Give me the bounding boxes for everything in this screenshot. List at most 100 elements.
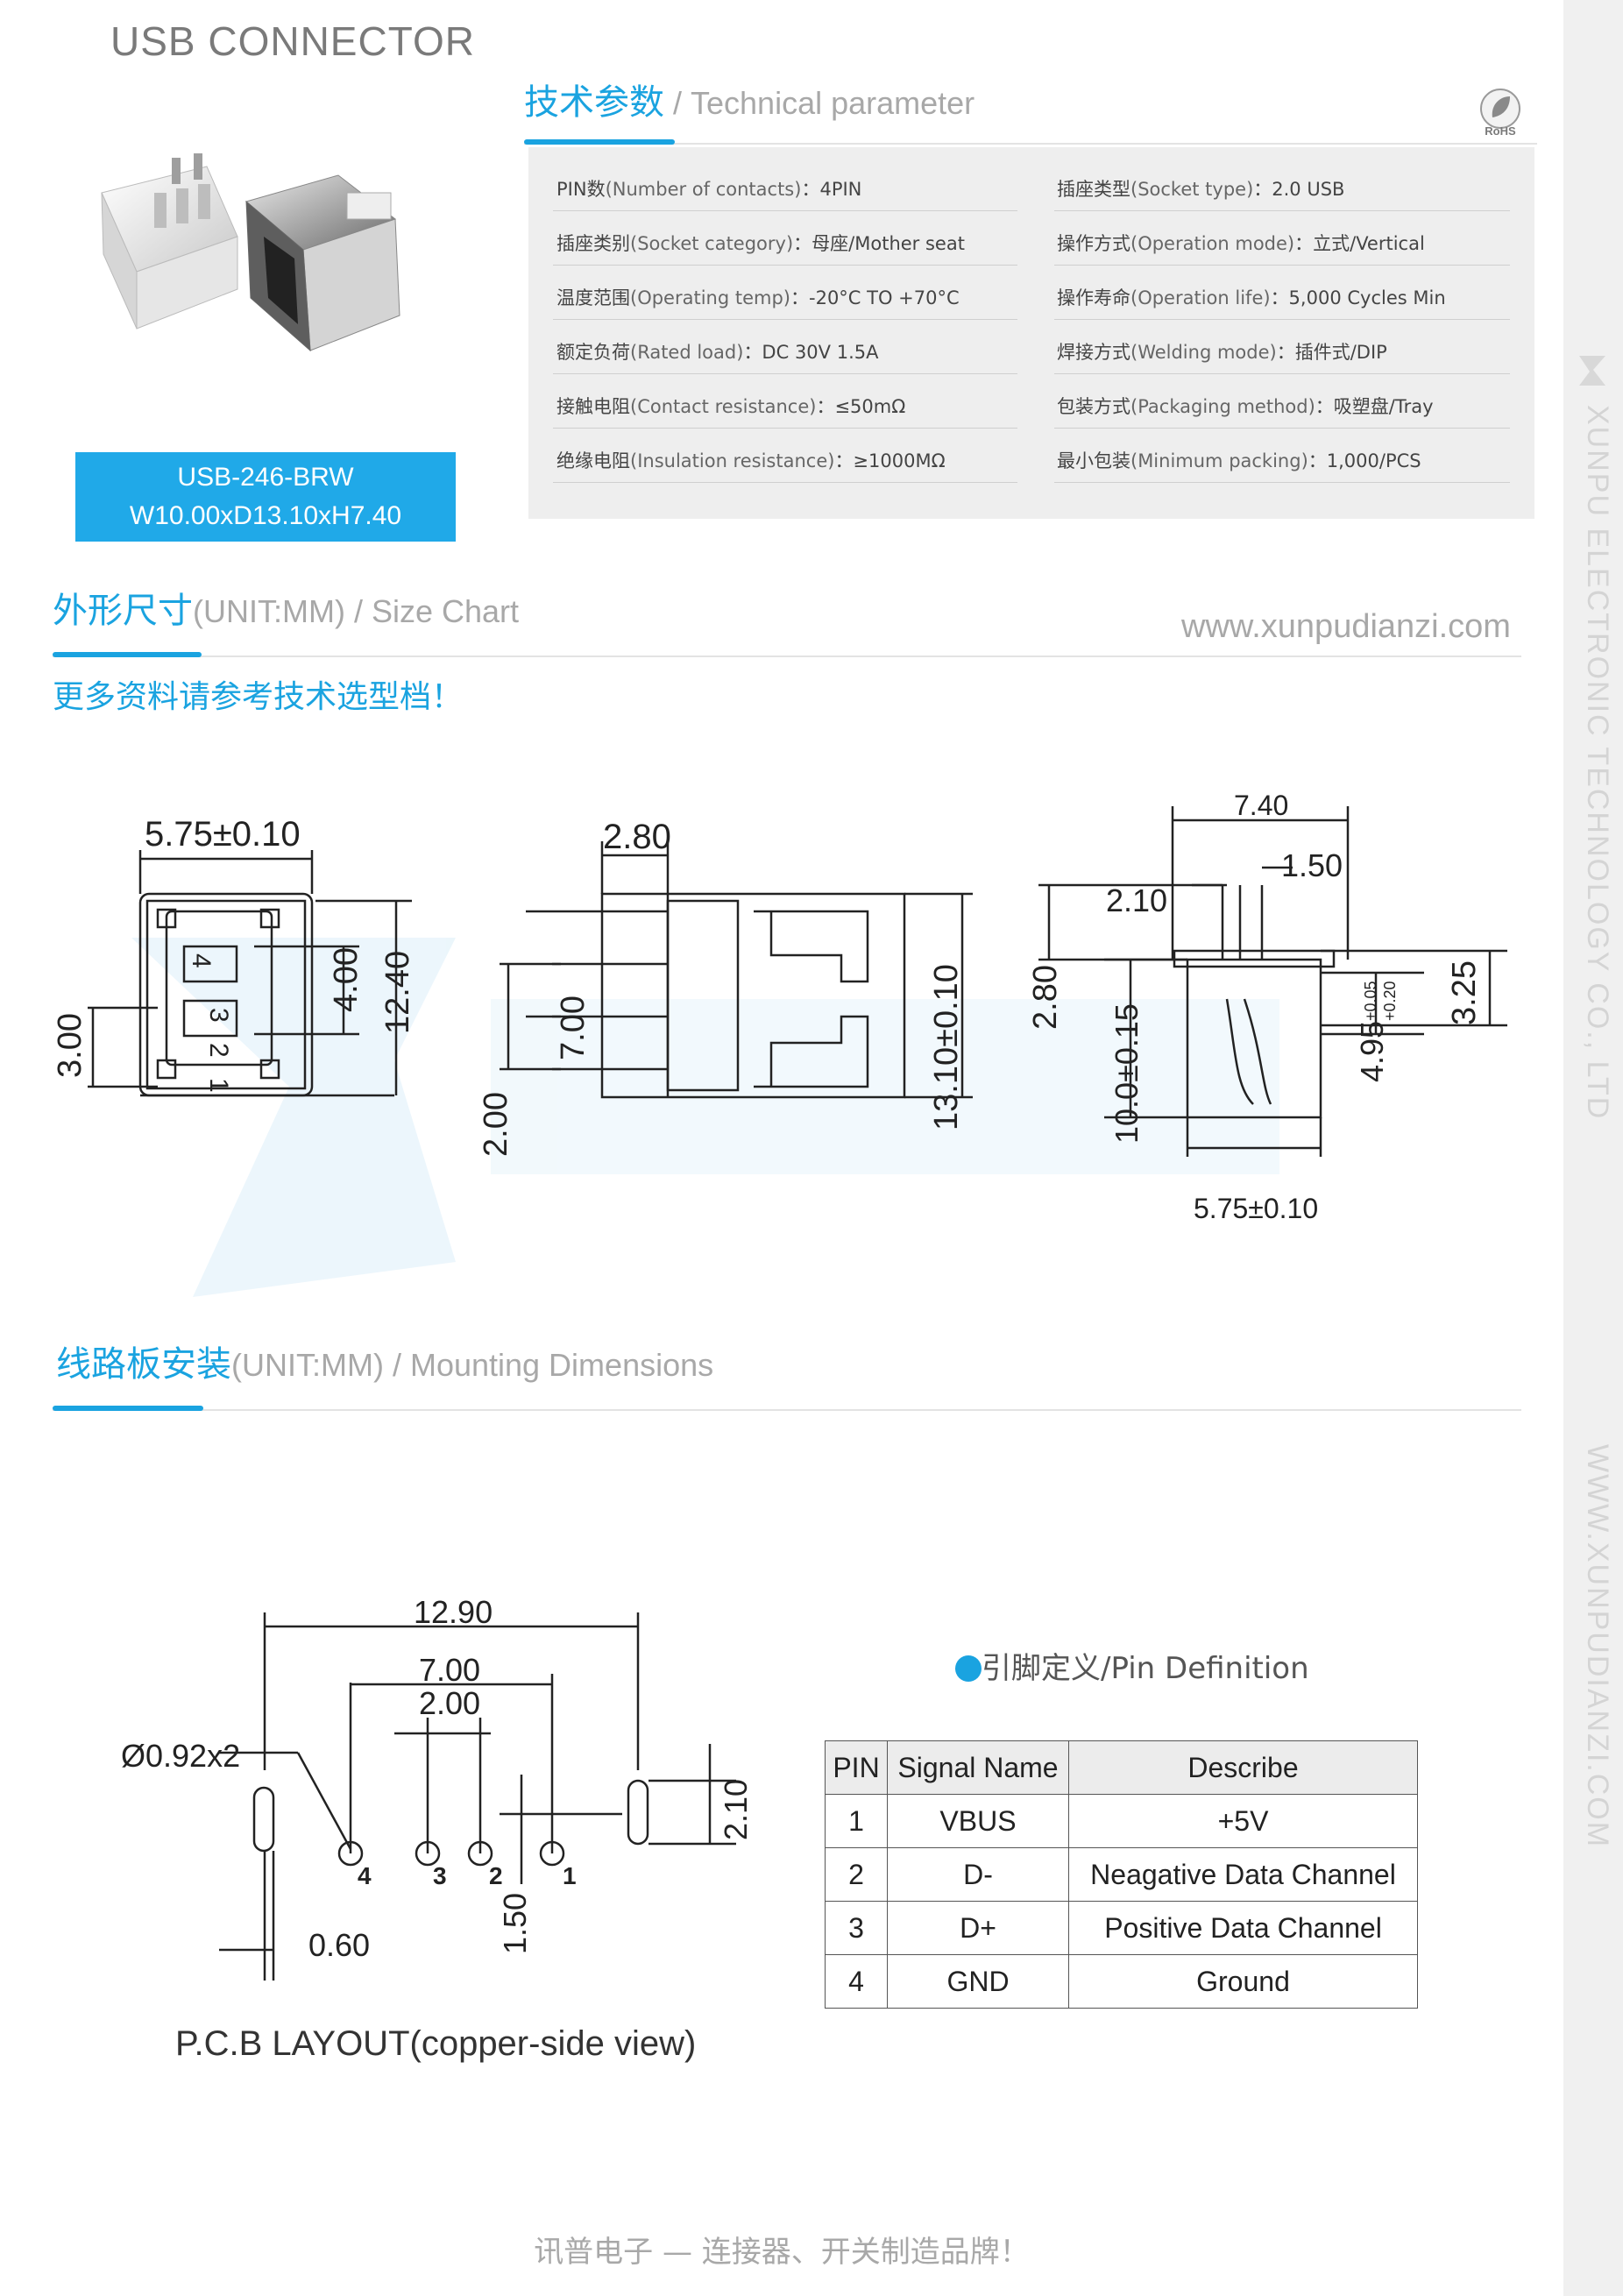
mount-pin3: 3 xyxy=(433,1862,447,1889)
mount-pin2: 2 xyxy=(489,1862,503,1889)
dim-1000: 10.0±0.15 xyxy=(1109,1003,1145,1144)
param-right-0: 插座类型(Socket type)：2.0 USB xyxy=(1057,179,1345,200)
dim-pin2: 2 xyxy=(204,1043,233,1058)
param-left-5: 绝缘电阻(Insulation resistance)：≥1000MΩ xyxy=(556,450,946,471)
tech-title-rule xyxy=(524,143,1537,145)
param-divider xyxy=(553,265,1017,266)
mount-dim-200: 2.00 xyxy=(419,1685,480,1721)
mount-dim-060: 0.60 xyxy=(308,1927,370,1963)
end-view xyxy=(1038,806,1507,1157)
param-left-2: 温度范围(Operating temp)：-20°C TO +70°C xyxy=(556,287,960,308)
dim-150: 1.50 xyxy=(1281,847,1343,883)
table-row: 1 VBUS +5V xyxy=(825,1794,1418,1848)
table-cell: D+ xyxy=(887,1901,1069,1955)
tech-param-box: PIN数(Number of contacts)：4PIN 插座类别(Socke… xyxy=(528,147,1534,519)
dim-280a: 2.80 xyxy=(603,818,671,856)
table-cell: Ground xyxy=(1068,1954,1418,2009)
mounting-title-cn: 线路板安装 xyxy=(56,1344,231,1385)
mount-dim-700: 7.00 xyxy=(419,1652,480,1688)
dim-400: 4.00 xyxy=(328,947,365,1012)
table-row: 2 D- Neagative Data Channel xyxy=(825,1847,1418,1902)
reference-note: 更多资料请参考技术选型档！ xyxy=(53,679,464,715)
param-left-1: 插座类别(Socket category)：母座/Mother seat xyxy=(556,233,965,254)
param-divider xyxy=(1054,482,1510,483)
table-header: Signal Name xyxy=(887,1740,1069,1795)
dim-tol-up: +0.05 xyxy=(1362,981,1379,1021)
footer-slogan: 讯普电子 — 连接器、开关制造品牌！ xyxy=(534,2235,1030,2270)
model-label-box: USB-246-BRW W10.00xD13.10xH7.40 xyxy=(75,452,456,542)
mount-dim-1290: 12.90 xyxy=(414,1595,493,1630)
table-cell: 2 xyxy=(825,1847,888,1902)
param-divider xyxy=(1054,373,1510,374)
dim-pin4: 4 xyxy=(187,953,216,968)
dim-top-width: 5.75±0.10 xyxy=(145,815,301,854)
dim-tol-down: +0.20 xyxy=(1381,981,1399,1021)
dim-740: 7.40 xyxy=(1234,790,1288,821)
param-left-0: PIN数(Number of contacts)：4PIN xyxy=(556,179,862,200)
param-divider xyxy=(553,210,1017,211)
table-cell: Neagative Data Channel xyxy=(1068,1847,1418,1902)
rohs-label: RoHS xyxy=(1485,124,1516,137)
size-chart-title-cn: 外形尺寸 xyxy=(53,591,193,631)
tech-title-accent xyxy=(524,139,675,145)
dim-300: 3.00 xyxy=(52,1013,89,1078)
table-cell: 4 xyxy=(825,1954,888,2009)
pin-definition-table: PIN Signal Name Describe 1 VBUS +5V 2 D-… xyxy=(825,1740,1418,2009)
mount-pin1: 1 xyxy=(563,1862,577,1889)
param-divider xyxy=(553,373,1017,374)
model-dimensions: W10.00xD13.10xH7.40 xyxy=(129,501,402,530)
dim-280b: 2.80 xyxy=(1027,965,1064,1030)
dim-700: 7.00 xyxy=(555,996,592,1060)
tech-param-title: 技术参数 / Technical parameter xyxy=(524,74,975,124)
sidebar-url-text: WWW.XUNPUDIANZI.COM xyxy=(1581,1444,1614,1849)
website-link[interactable]: www.xunpudianzi.com xyxy=(1181,608,1511,645)
mount-dim-150: 1.50 xyxy=(497,1893,533,1954)
watermark-logo xyxy=(131,938,1279,1297)
pin-definition-label: 引脚定义/Pin Definition xyxy=(982,1651,1309,1686)
dim-200: 2.00 xyxy=(478,1092,514,1157)
bullet-dot-icon xyxy=(955,1655,982,1682)
table-row: 3 D+ Positive Data Channel xyxy=(825,1901,1418,1955)
table-cell: Positive Data Channel xyxy=(1068,1901,1418,1955)
param-divider xyxy=(553,319,1017,320)
param-divider xyxy=(553,428,1017,429)
param-divider xyxy=(1054,265,1510,266)
dim-1310: 13.10±0.10 xyxy=(928,964,965,1130)
mount-dim-diameter: Ø0.92x2 xyxy=(121,1738,240,1774)
param-right-4: 包装方式(Packaging method)：吸塑盘/Tray xyxy=(1057,396,1434,417)
mounting-accent xyxy=(53,1406,203,1411)
size-chart-title: 外形尺寸(UNIT:MM) / Size Chart xyxy=(53,582,519,633)
front-view xyxy=(88,850,412,1097)
table-header: PIN xyxy=(825,1740,888,1795)
size-chart-accent xyxy=(53,652,202,657)
param-right-5: 最小包装(Minimum packing)：1,000/PCS xyxy=(1057,450,1421,471)
tech-param-title-cn: 技术参数 xyxy=(524,82,664,123)
sidebar-company-text: XUNPU ELECTRONIC TECHNOLOGY CO., LTD xyxy=(1581,405,1614,1121)
table-cell: VBUS xyxy=(887,1794,1069,1848)
size-chart-title-en: (UNIT:MM) / Size Chart xyxy=(193,593,520,629)
product-image xyxy=(84,140,452,377)
mount-pin4: 4 xyxy=(358,1862,372,1889)
right-sidebar: XUNPU ELECTRONIC TECHNOLOGY CO., LTD WWW… xyxy=(1563,0,1623,2296)
side-view xyxy=(500,841,973,1099)
table-cell: 3 xyxy=(825,1901,888,1955)
size-chart-drawing: 5.75±0.10 4 3 2 1 3.00 4.00 12.40 2.80 xyxy=(0,771,1560,1332)
dim-pin1: 1 xyxy=(204,1078,233,1093)
param-right-3: 焊接方式(Welding mode)：插件式/DIP xyxy=(1057,342,1387,363)
param-divider xyxy=(1054,428,1510,429)
rohs-icon: RoHS xyxy=(1475,86,1526,138)
model-number: USB-246-BRW xyxy=(177,463,354,492)
size-chart-rule xyxy=(53,655,1521,657)
pcb-layout-drawing: 12.90 7.00 2.00 Ø0.92x2 0.60 1.50 2.10 4… xyxy=(88,1594,771,1981)
pcb-layout-caption: P.C.B LAYOUT(copper-side view) xyxy=(175,2024,697,2063)
param-right-2: 操作寿命(Operation life)：5,000 Cycles Min xyxy=(1057,287,1446,308)
param-left-4: 接触电阻(Contact resistance)：≤50mΩ xyxy=(556,396,906,417)
pin-definition-title: 引脚定义/Pin Definition xyxy=(955,1644,1309,1687)
table-cell: GND xyxy=(887,1954,1069,2009)
dim-495: 4.95 xyxy=(1354,1021,1390,1082)
mounting-title-en: (UNIT:MM) / Mounting Dimensions xyxy=(231,1347,714,1383)
page-title: USB CONNECTOR xyxy=(110,18,475,64)
table-row: 4 GND Ground xyxy=(825,1954,1418,2009)
dim-bottom-width: 5.75±0.10 xyxy=(1194,1193,1318,1224)
table-cell: D- xyxy=(887,1847,1069,1902)
